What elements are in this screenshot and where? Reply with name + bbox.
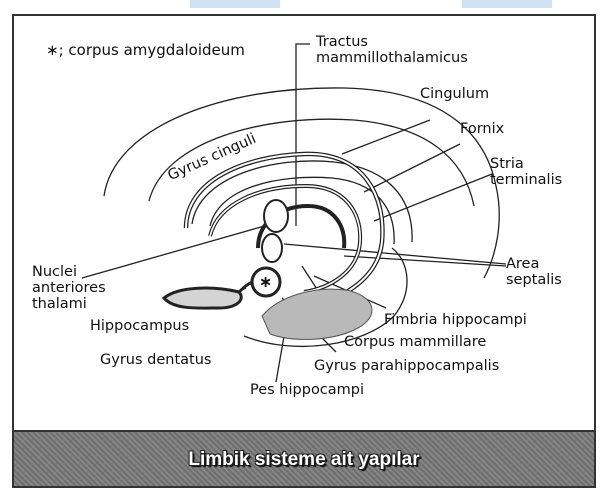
label-pes-hippocampi: Pes hippocampi [250, 382, 365, 398]
label-nuclei-line3: thalami [32, 296, 87, 312]
corpus-callosum-lower [209, 176, 395, 245]
leader-area-septalis [283, 243, 507, 265]
hemisphere-outline [103, 87, 500, 279]
label-hippocampus: Hippocampus [90, 318, 190, 334]
figure-caption: Limbik sisteme ait yapılar [188, 449, 420, 470]
top-tab-left [190, 0, 280, 8]
hippocampus-tail [161, 286, 243, 310]
label-nuclei-line1: Nuclei [32, 264, 77, 280]
top-tab-right [462, 0, 552, 8]
label-stria-line1: Stria [490, 156, 524, 172]
hippocampal-region [261, 288, 373, 340]
label-fimbria: Fimbria hippocampi [384, 312, 527, 328]
nuclei-anteriores-blob [263, 199, 289, 233]
label-gyrus-dentatus: Gyrus dentatus [100, 352, 212, 368]
amygdala-legend-note: ∗; corpus amygdaloideum [46, 41, 245, 59]
leader-tractus [295, 43, 310, 226]
leader-area-septalis-2 [343, 255, 507, 267]
leader-stria [373, 173, 493, 222]
caption-bar: Limbik sisteme ait yapılar [14, 430, 594, 486]
stria-curve [256, 203, 347, 249]
anterior-nucleus-blob-2 [261, 233, 283, 263]
label-tractus-line2: mammillothalamicus [316, 50, 468, 66]
corpus-callosum-upper [191, 160, 413, 243]
temporal-outline [243, 247, 408, 347]
label-tractus-line1: Tractus [316, 34, 368, 50]
label-cingulum: Cingulum [420, 86, 490, 102]
fornix-curve [208, 183, 363, 294]
leader-fornix [363, 143, 461, 193]
label-fornix: Fornix [460, 121, 505, 137]
amygdala-marker: ∗ [259, 272, 273, 291]
label-area-line2: septalis [506, 272, 562, 288]
label-gyrus-parahippocampalis: Gyrus parahippocampalis [314, 358, 500, 374]
leader-nuclei [81, 220, 283, 279]
figure-frame: ∗; corpus amygdaloideum Tractus mammillo… [12, 14, 596, 488]
label-nuclei-line2: anteriores [32, 280, 106, 296]
label-area-line1: Area [506, 256, 540, 272]
limbic-system-diagram: ∗; corpus amygdaloideum Tractus mammillo… [14, 16, 594, 428]
label-stria-line2: terminalis [490, 172, 563, 188]
diagram-drawing [81, 43, 507, 383]
leader-cingulum [341, 119, 431, 155]
amygdala-ring [250, 266, 282, 298]
label-corpus-mammillare: Corpus mammillare [344, 334, 487, 350]
cingulate-sulcus [148, 118, 475, 207]
